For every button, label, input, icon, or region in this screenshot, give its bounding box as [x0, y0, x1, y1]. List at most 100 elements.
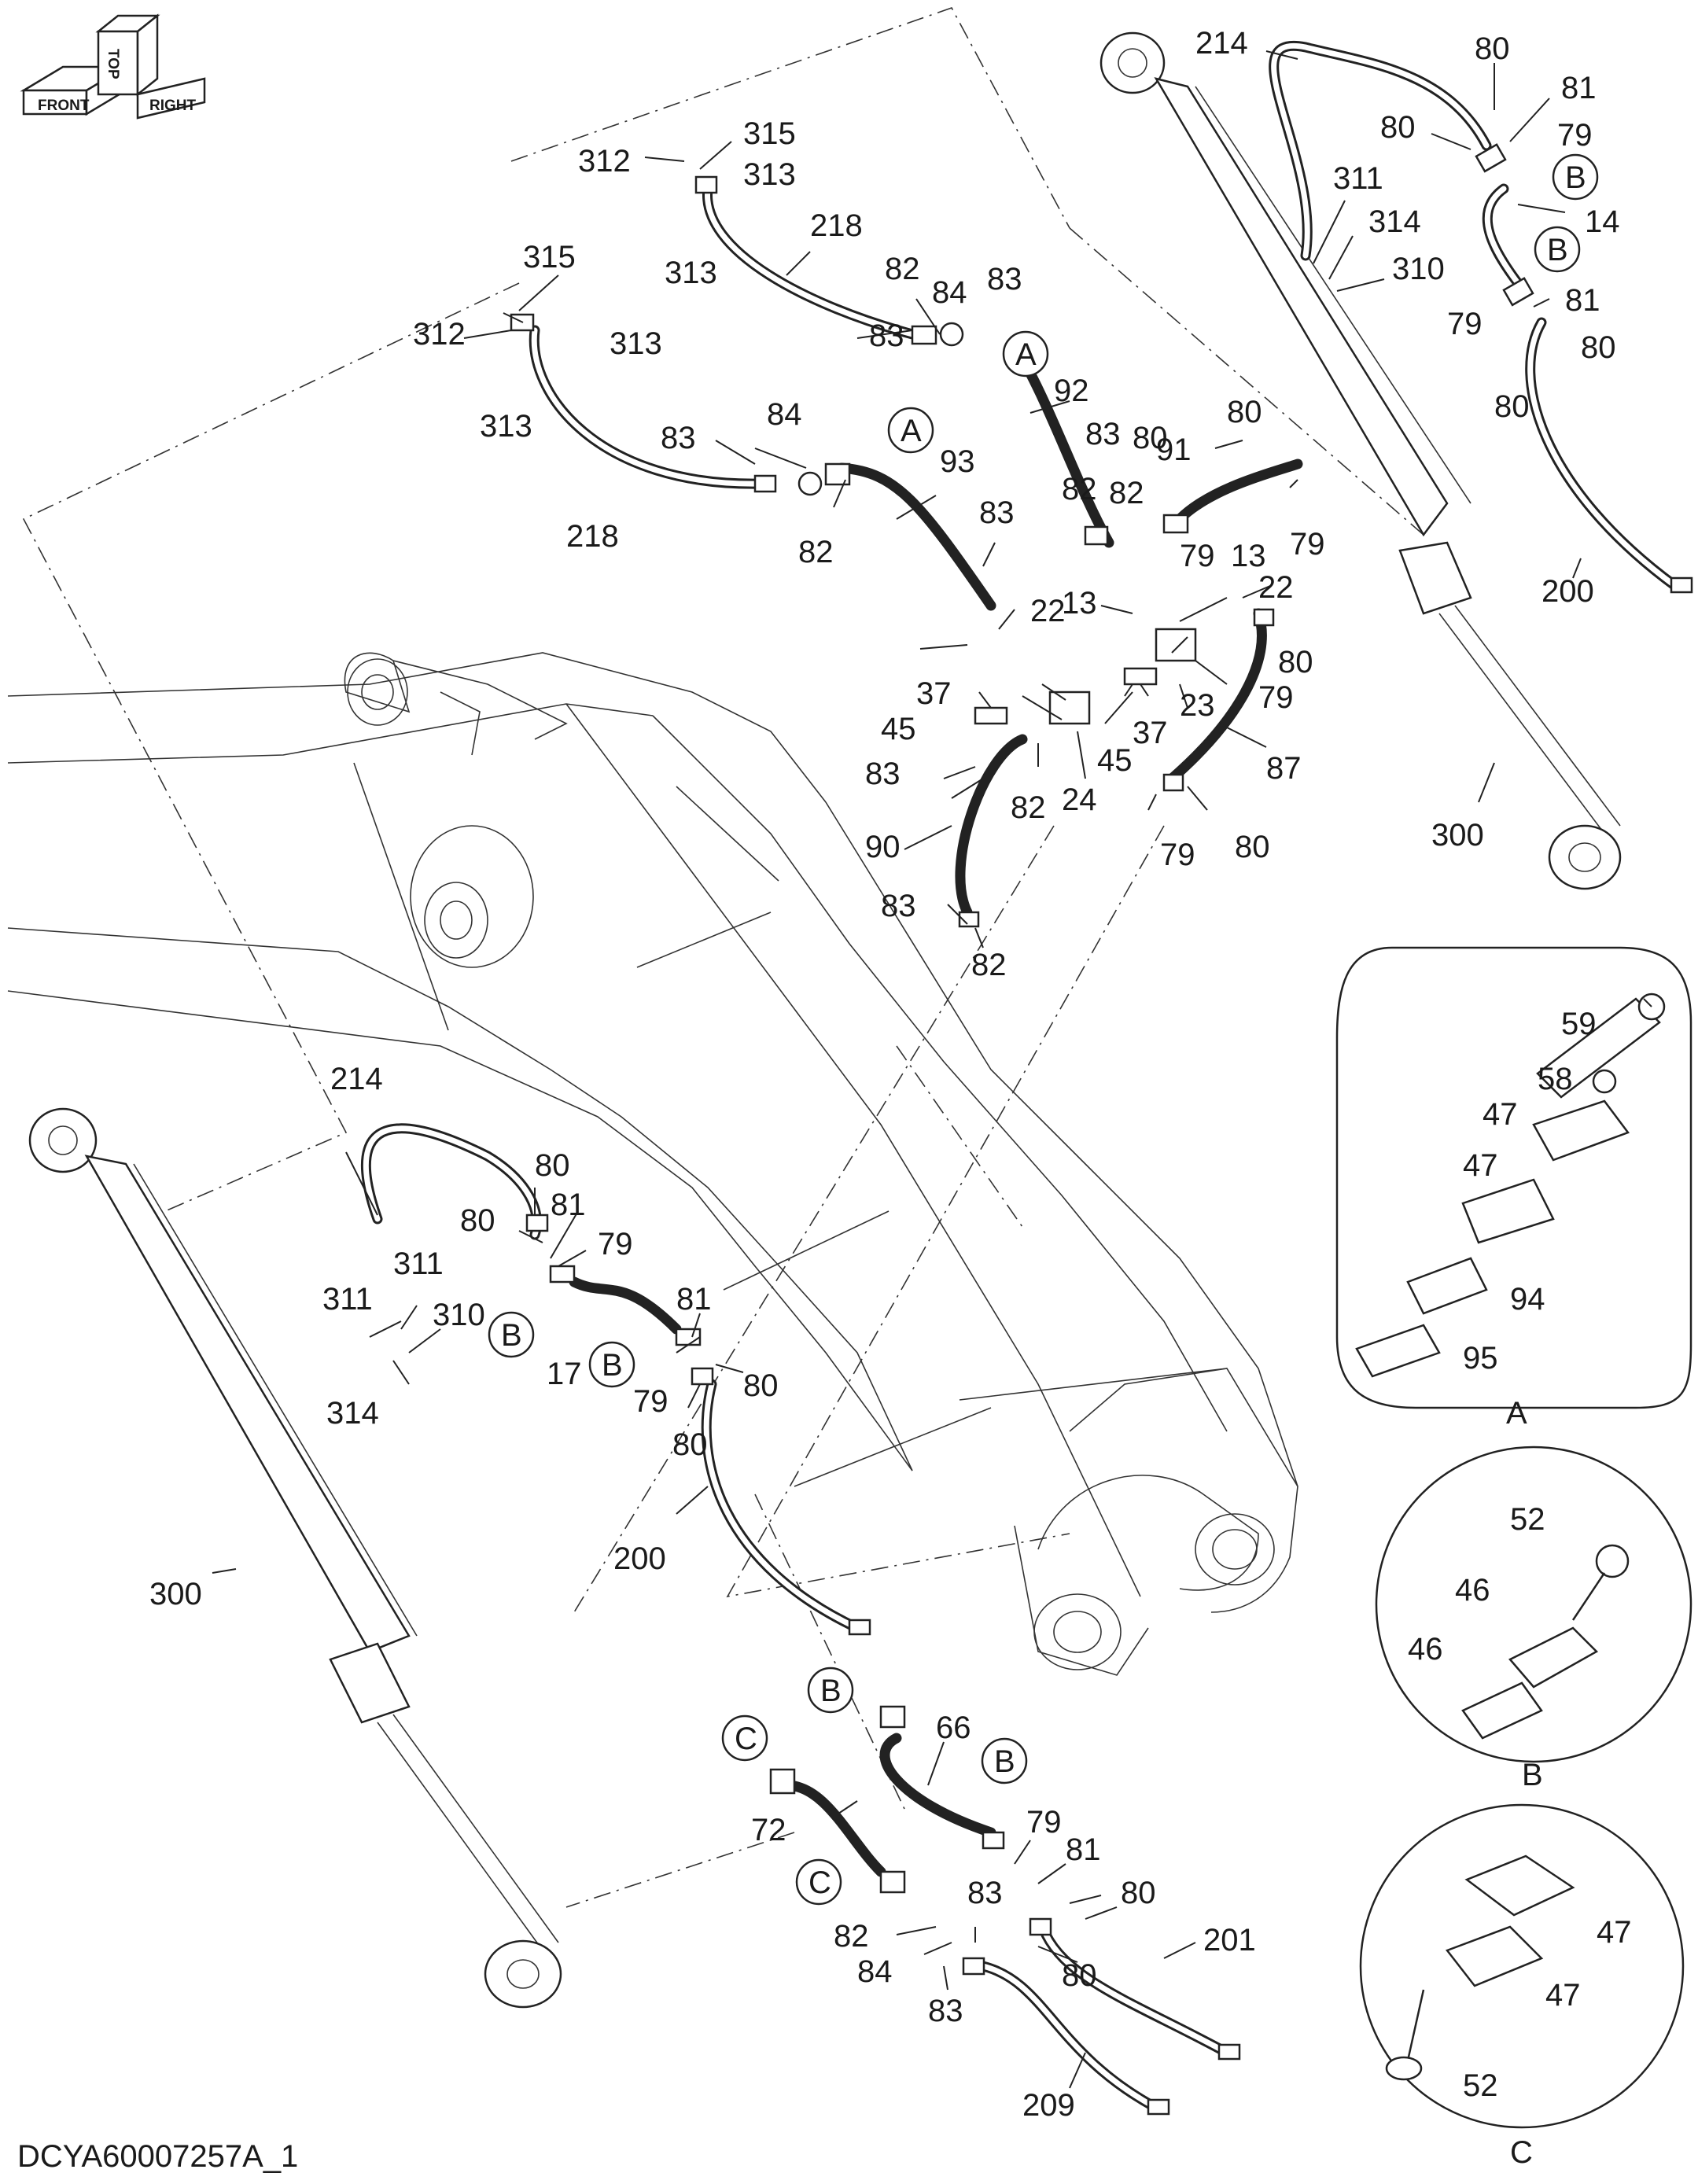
callout-c-2: C [808, 1865, 831, 1900]
part-label: 83 [661, 421, 696, 455]
detail-b-label: 46 [1408, 1632, 1443, 1667]
part-label: 313 [610, 326, 662, 361]
part-label: 83 [967, 1876, 1003, 1910]
callout-b-1: B [1565, 160, 1586, 195]
part-label: 80 [1581, 330, 1616, 365]
part-label: 45 [881, 712, 916, 746]
part-label: 82 [834, 1919, 869, 1954]
part-label: 315 [523, 240, 576, 274]
detail-a-label: 94 [1510, 1282, 1545, 1317]
part-label: 17 [547, 1357, 582, 1391]
part-label: 82 [798, 535, 834, 569]
part-label: 83 [869, 319, 904, 353]
part-label: 80 [1494, 389, 1530, 424]
callout-bubbles: A A B B B B B B C C [488, 153, 1599, 1906]
part-label: 311 [1333, 161, 1383, 196]
part-label: 22 [1258, 570, 1294, 605]
part-label: 82 [1011, 790, 1046, 825]
callout-b-2: B [1547, 233, 1568, 267]
reference-lines [22, 7, 1424, 1908]
part-label: 37 [1133, 716, 1168, 750]
part-label: 214 [1195, 26, 1248, 61]
part-label: 201 [1203, 1923, 1256, 1957]
part-label: 83 [865, 757, 901, 791]
part-label: 91 [1156, 433, 1192, 467]
part-label: 79 [1180, 539, 1215, 573]
part-label: 13 [1231, 539, 1266, 573]
detail-b-caption: B [1522, 1758, 1543, 1792]
part-label: 200 [613, 1541, 666, 1576]
part-label: 79 [598, 1227, 633, 1261]
orientation-indicator: FRONT TOP RIGHT [20, 13, 206, 120]
cylinder-left [28, 1107, 562, 2009]
part-label: 87 [1266, 751, 1302, 786]
part-label: 312 [578, 144, 631, 179]
part-label: 90 [865, 830, 901, 864]
part-label: 84 [767, 397, 802, 432]
part-label: 80 [1475, 31, 1510, 66]
part-label: 200 [1541, 574, 1594, 609]
part-label: 313 [743, 157, 796, 192]
part-label: 80 [1062, 1958, 1097, 1993]
detail-c-label: 47 [1545, 1978, 1581, 2013]
part-label: 83 [881, 889, 916, 923]
part-label: 80 [1278, 645, 1313, 680]
detail-a-label: 47 [1483, 1097, 1518, 1132]
part-label: 79 [1290, 527, 1325, 562]
detail-a-label: 47 [1463, 1148, 1498, 1183]
front-label: FRONT [38, 98, 90, 114]
part-label: 84 [857, 1954, 893, 1989]
part-label: 79 [1447, 307, 1483, 341]
part-label: 79 [633, 1384, 669, 1419]
part-labels: 214 80 81 79 80 311 314 310 14 79 81 80 … [149, 26, 1632, 2123]
detail-a-label: 95 [1463, 1341, 1498, 1376]
callout-a-2: A [901, 414, 922, 448]
fittings [510, 143, 1693, 2116]
leader-lines [212, 50, 1652, 2089]
detail-c-label: 52 [1463, 2068, 1498, 2103]
part-label: 82 [971, 948, 1007, 982]
part-label: 80 [672, 1427, 708, 1462]
callout-a-1: A [1015, 337, 1037, 372]
part-label: 81 [676, 1282, 712, 1317]
part-label: 81 [1561, 71, 1597, 105]
part-label: 82 [1109, 476, 1144, 510]
callout-b-5: B [820, 1674, 842, 1708]
top-label: TOP [105, 49, 121, 79]
part-label: 83 [987, 262, 1022, 296]
detail-b-label: 46 [1455, 1573, 1490, 1608]
part-label: 80 [535, 1148, 570, 1183]
cylinder-right [1099, 31, 1622, 890]
part-label: 83 [1085, 417, 1121, 451]
boom-structure [7, 652, 1298, 1676]
callout-b-6: B [994, 1744, 1015, 1779]
part-label: 14 [1585, 204, 1620, 239]
part-label: 209 [1022, 2088, 1075, 2123]
detail-c-label: 47 [1597, 1915, 1632, 1950]
detail-view-b: B [1375, 1446, 1692, 1792]
part-label: 92 [1054, 374, 1089, 408]
part-label: 79 [1160, 838, 1195, 872]
part-label: 214 [330, 1062, 383, 1096]
part-label: 81 [551, 1188, 586, 1222]
part-label: 83 [928, 1994, 963, 2028]
part-label: 315 [743, 116, 796, 151]
part-label: 80 [743, 1368, 779, 1403]
hoses [361, 40, 1681, 2113]
part-label: 24 [1062, 783, 1097, 817]
part-label: 80 [460, 1203, 495, 1238]
part-label: 81 [1066, 1832, 1101, 1867]
part-label: 300 [1431, 818, 1484, 853]
part-label: 310 [433, 1298, 485, 1332]
part-label: 314 [1368, 204, 1421, 239]
part-label: 80 [1121, 1876, 1156, 1910]
part-label: 80 [1133, 421, 1168, 455]
part-label: 311 [393, 1247, 444, 1281]
part-label: 300 [149, 1577, 202, 1611]
detail-b-label: 52 [1510, 1502, 1545, 1537]
part-label: 84 [932, 275, 967, 310]
part-label: 314 [326, 1396, 379, 1431]
detail-a-label: 59 [1561, 1007, 1597, 1041]
part-label: 218 [566, 519, 619, 554]
part-label: 22 [1030, 594, 1066, 628]
